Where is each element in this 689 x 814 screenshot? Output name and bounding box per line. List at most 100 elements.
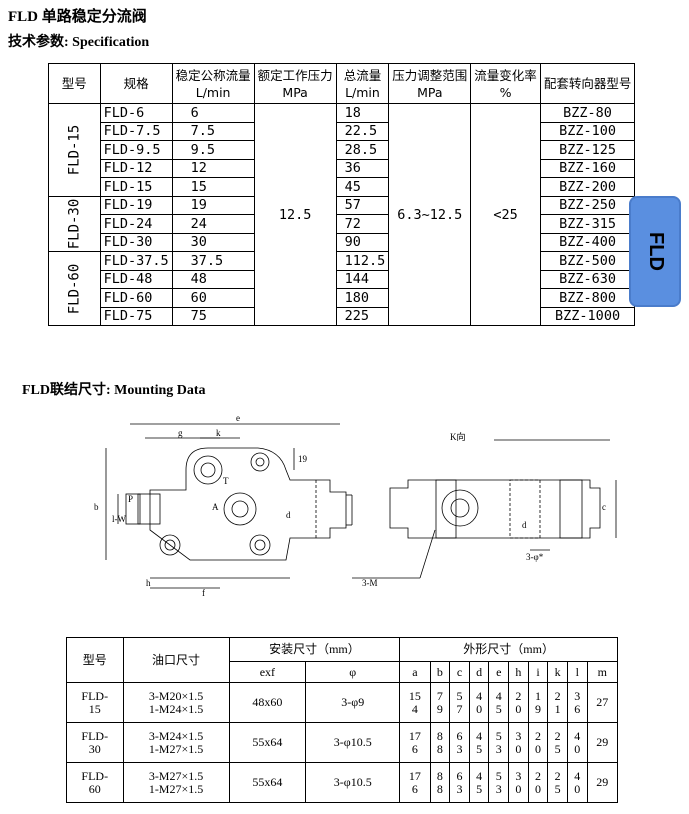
mount-subheader-a: a (399, 661, 431, 683)
mount-subheader-h: h (508, 661, 529, 683)
spec-model-0: FLD-15 (48, 103, 101, 197)
spec-spec: FLD-37.5 (99, 251, 173, 271)
spec-model-label: FLD-60 (66, 263, 83, 314)
dim-h: h (146, 578, 151, 588)
dim-d: d (286, 510, 291, 520)
spec-spec: FLD-60 (99, 288, 173, 308)
spec-flow: 9.5 (171, 140, 255, 160)
mounting-drawing: e g k 19 T A P l-W b d h f K向 c 3-M 3-φ*… (94, 413, 617, 598)
mount-heading: FLD联结尺寸: Mounting Data (22, 383, 206, 398)
mount-model: FLD-30 (66, 722, 124, 763)
spec-bzz: BZZ-1000 (539, 306, 636, 326)
col-model: 型号 (66, 637, 124, 683)
col-port: 油口尺寸 (122, 637, 230, 683)
spec-bzz: BZZ-100 (539, 121, 636, 141)
mount-subheader-l: l (566, 661, 588, 683)
spec-bzz: BZZ-400 (539, 232, 636, 252)
spec-flow: 19 (171, 195, 255, 215)
spec-spec: FLD-7.5 (99, 121, 173, 141)
spec-flow: 12 (171, 158, 255, 178)
spec-total: 72 (335, 214, 390, 234)
mount-m: 29 (586, 762, 619, 803)
spec-total: 180 (335, 288, 390, 308)
dim-d-side: d (522, 520, 527, 530)
mount-m: 29 (586, 722, 619, 763)
spec-model-label: FLD-15 (66, 124, 83, 176)
page-title: FLD 单路稳定分流阀 (8, 9, 147, 25)
mount-subheader-e: e (488, 661, 510, 683)
port-a: A (212, 502, 219, 512)
mount-model: FLD-15 (66, 682, 124, 723)
col-outline: 外形尺寸（mm） (399, 637, 618, 662)
dim-3m: 3-M (362, 578, 378, 588)
col-install: 安装尺寸（mm） (228, 637, 401, 662)
spec-total: 57 (335, 195, 390, 215)
spec-spec: FLD-19 (99, 195, 173, 215)
spec-total: 28.5 (335, 140, 390, 160)
spec-flow: 15 (171, 177, 255, 197)
spec-bzz: BZZ-125 (539, 140, 636, 160)
spec-header-1: 规格 (99, 63, 173, 104)
spec-flow: 30 (171, 232, 255, 252)
mount-subheader-m: m (586, 661, 619, 683)
mount-subheader-k: k (547, 661, 568, 683)
spec-total: 225 (335, 306, 390, 326)
spec-total: 36 (335, 158, 390, 178)
spec-spec: FLD-75 (99, 306, 173, 326)
mount-exf: 48x60 (228, 682, 307, 723)
mount-exf: 55x64 (228, 722, 307, 763)
spec-rate: <25 (470, 103, 541, 326)
spec-spec: FLD-12 (99, 158, 173, 178)
side-tab[interactable]: FLD (629, 196, 681, 307)
spec-flow: 24 (171, 214, 255, 234)
mount-phi: 3-φ10.5 (305, 722, 401, 763)
valve-body-side (389, 479, 601, 539)
spec-flow: 6 (171, 103, 255, 123)
spec-header-7: 配套转向器型号 (539, 63, 636, 104)
spec-bzz: BZZ-250 (539, 195, 636, 215)
view-k: K向 (450, 431, 466, 442)
dim-b: b (94, 502, 99, 512)
spec-bzz: BZZ-315 (539, 214, 636, 234)
dim-lw: l-W (112, 514, 126, 524)
mount-phi: 3-φ10.5 (305, 762, 401, 803)
dim-3phi: 3-φ* (526, 552, 544, 562)
spec-bzz: BZZ-630 (539, 269, 636, 289)
spec-bzz: BZZ-500 (539, 251, 636, 271)
port-t: T (223, 476, 229, 486)
spec-flow: 7.5 (171, 121, 255, 141)
